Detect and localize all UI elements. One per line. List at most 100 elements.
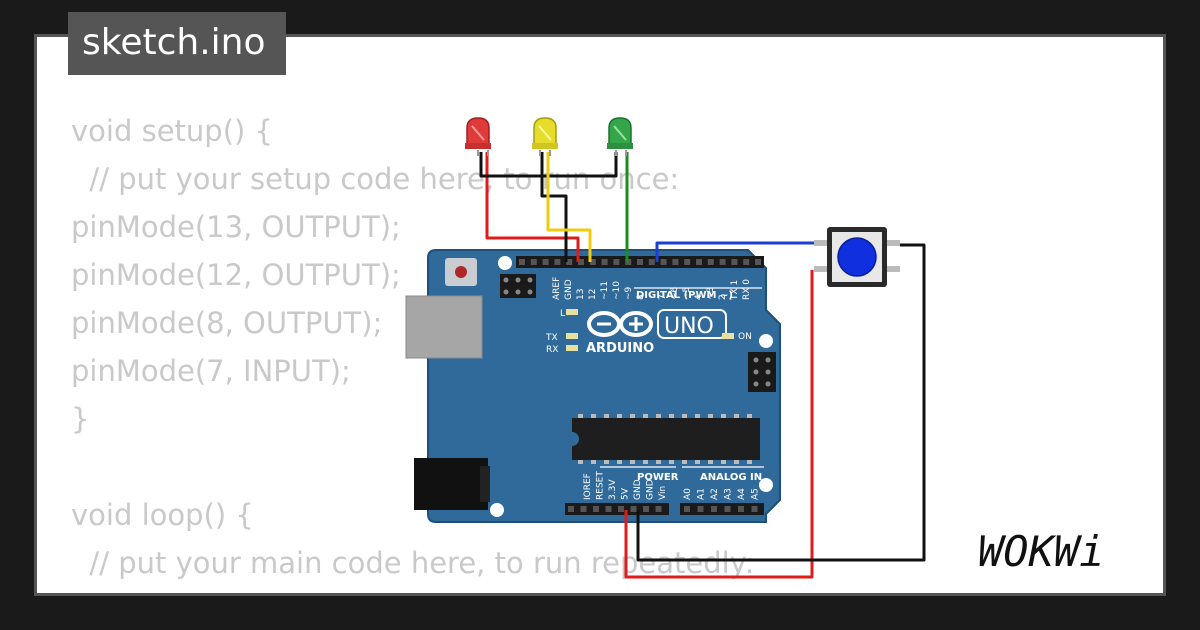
header-pin[interactable] xyxy=(589,259,596,265)
tx-led xyxy=(566,333,578,339)
header-pin[interactable] xyxy=(580,506,587,512)
header-pin[interactable] xyxy=(643,506,649,512)
power-pin-label: GND xyxy=(633,479,643,500)
digital-pin-label: ~6 xyxy=(670,286,680,300)
wokwi-logo: WOKWi xyxy=(978,527,1104,576)
digital-pin-label: 12 xyxy=(588,289,598,300)
l-led xyxy=(566,309,578,315)
digital-pin-label: GND xyxy=(564,279,574,300)
wire-blue-button xyxy=(655,241,814,262)
digital-pin-label: 13 xyxy=(576,289,586,300)
led-green[interactable] xyxy=(607,117,633,156)
digital-pin-label: 4 xyxy=(694,294,704,300)
digital-pin-label: ~5 xyxy=(682,287,692,300)
led-red[interactable] xyxy=(465,117,491,156)
power-label: POWER xyxy=(637,472,679,483)
header-pin[interactable] xyxy=(618,506,624,512)
code-line: pinMode(7, INPUT); xyxy=(71,354,351,388)
uno-badge xyxy=(657,309,727,339)
header-pin[interactable] xyxy=(568,506,574,512)
push-button-cap xyxy=(837,237,877,277)
digital-label: DIGITAL (PWM ~) xyxy=(636,290,733,301)
digital-header-pins xyxy=(519,259,761,265)
header-pin[interactable] xyxy=(719,259,726,265)
header-pin[interactable] xyxy=(601,259,608,265)
rx-led xyxy=(566,345,578,351)
code-line: } xyxy=(71,402,90,436)
power-pin-label: 5V xyxy=(621,487,631,500)
digital-pin-label: 7 xyxy=(658,294,668,300)
code-line: pinMode(13, OUTPUT); xyxy=(71,210,401,244)
code-line: pinMode(12, OUTPUT); xyxy=(71,258,401,292)
header-pin[interactable] xyxy=(672,259,679,265)
header-pin[interactable] xyxy=(696,259,702,265)
power-pin-label: GND xyxy=(646,479,656,500)
mounting-hole xyxy=(490,503,504,517)
on-led xyxy=(722,333,734,339)
code-line: void loop() { xyxy=(71,498,254,532)
l-label: L xyxy=(560,309,565,319)
header-pin[interactable] xyxy=(660,259,667,265)
mounting-hole xyxy=(498,256,512,270)
icsp-header xyxy=(500,274,536,298)
header-pin[interactable] xyxy=(755,259,761,265)
wire-black-led-green xyxy=(542,152,618,178)
digital-pin-label: ~9 xyxy=(624,286,634,300)
analog-pin-label: A2 xyxy=(710,488,720,500)
header-pin[interactable] xyxy=(655,506,662,512)
file-tab-label: sketch.ino xyxy=(82,22,266,63)
header-pin[interactable] xyxy=(751,506,758,512)
header-pin[interactable] xyxy=(593,506,599,512)
power-pin-label: RESET xyxy=(596,471,606,500)
push-button[interactable] xyxy=(814,227,900,287)
wire-yellow-led xyxy=(546,152,592,262)
mounting-hole xyxy=(759,478,773,492)
header-pin[interactable] xyxy=(554,259,561,265)
header-pin[interactable] xyxy=(697,506,704,512)
code-line: void setup() { xyxy=(71,114,273,148)
arduino-brand-text: ARDUINO xyxy=(586,341,654,356)
analog-pin-label: A1 xyxy=(697,488,707,500)
wires xyxy=(479,152,926,579)
header-pin[interactable] xyxy=(684,506,690,512)
digital-pin-label: TX 1 xyxy=(730,280,740,301)
icsp-header-2 xyxy=(748,352,776,392)
header-pin[interactable] xyxy=(743,259,750,265)
code-line: // put your main code here, to run repea… xyxy=(71,546,755,580)
digital-pin-label: ~10 xyxy=(612,281,622,300)
mounting-hole xyxy=(759,334,773,348)
header-pin[interactable] xyxy=(613,259,620,265)
tx-label: TX xyxy=(545,333,558,343)
file-tab[interactable]: sketch.ino xyxy=(68,12,286,75)
header-pin[interactable] xyxy=(542,259,549,265)
header-pin[interactable] xyxy=(684,259,691,265)
wire-red-led xyxy=(485,152,580,262)
digital-pin-label: AREF xyxy=(552,277,562,300)
rx-label: RX xyxy=(546,345,558,355)
digital-pin-label: RX 0 xyxy=(742,279,752,300)
header-pin[interactable] xyxy=(578,259,584,265)
header-pin[interactable] xyxy=(648,259,655,265)
header-pin[interactable] xyxy=(630,506,637,512)
header-pin[interactable] xyxy=(605,506,612,512)
header-pin[interactable] xyxy=(724,506,731,512)
uno-model-text: UNO xyxy=(664,314,714,339)
header-pin[interactable] xyxy=(637,259,643,265)
header-pin[interactable] xyxy=(566,259,573,265)
header-pin[interactable] xyxy=(731,259,738,265)
led-yellow[interactable] xyxy=(532,117,558,156)
header-pin[interactable] xyxy=(519,259,525,265)
reset-button-cap xyxy=(455,266,467,278)
code-line: pinMode(8, OUTPUT); xyxy=(71,306,383,340)
power-pin-label: Vin xyxy=(658,486,668,500)
header-pin[interactable] xyxy=(707,259,714,265)
header-pin[interactable] xyxy=(530,259,537,265)
header-pin[interactable] xyxy=(738,506,744,512)
header-pin[interactable] xyxy=(711,506,717,512)
analog-pin-label: A5 xyxy=(751,488,761,500)
